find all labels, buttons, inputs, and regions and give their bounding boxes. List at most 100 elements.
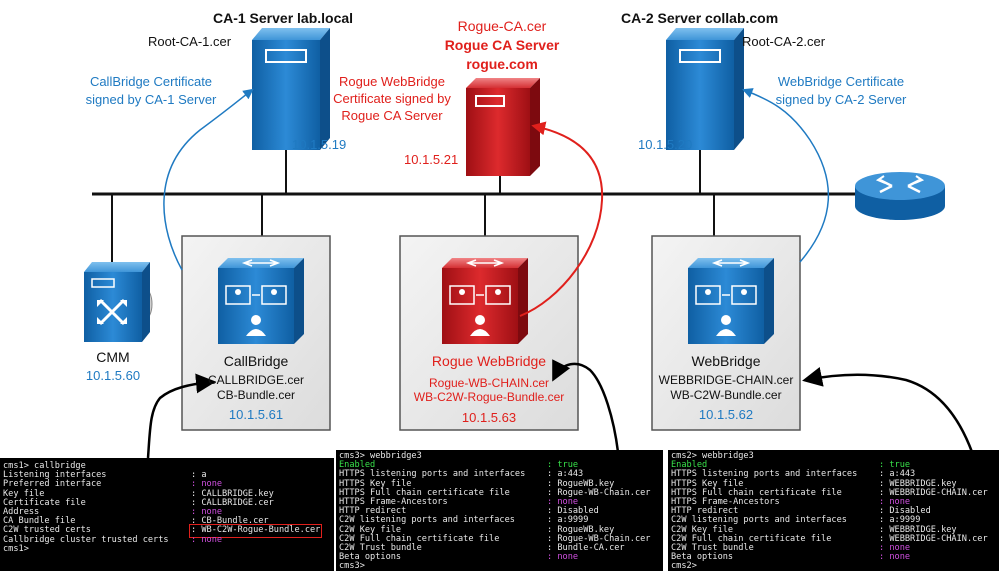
rogue-webbridge-file-1: Rogue-WB-CHAIN.cer (428, 376, 550, 390)
callbridge-file-1: CALLBRIDGE.cer (207, 373, 305, 387)
rogue-ca-cert: Rogue-CA.cer (457, 18, 547, 34)
rogue-ca-server-icon (466, 78, 540, 176)
terminal-value: : none (191, 534, 223, 545)
ca1-server-icon (252, 28, 330, 150)
ca2-server-icon (666, 28, 744, 150)
terminal-value: : a:443 (879, 469, 916, 480)
terminal-key: C2W Key file (339, 524, 402, 535)
terminal-line: Certificate file : CALLBRIDGE.cer (3, 497, 331, 508)
terminal-value: : none (879, 542, 911, 553)
terminal-value: : none (879, 496, 911, 507)
terminal-value: : Disabled (547, 506, 599, 517)
terminal-value: : CALLBRIDGE.cer (191, 497, 274, 508)
terminal-line: Beta options: none (671, 552, 996, 562)
terminal-value: : Bundle-CA.cer (547, 542, 625, 553)
webbridge-signed-arrow (742, 88, 829, 263)
terminal-value: : WEBBRIDGE-CHAIN.cer (879, 487, 988, 498)
terminal-line: HTTP redirect: Disabled (671, 506, 996, 517)
ca1-root-cert: Root-CA-1.cer (148, 34, 232, 49)
terminal-value: : a:9999 (879, 515, 921, 526)
cmm-label: CMM (96, 349, 130, 365)
rogue-signed-line3: Rogue CA Server (341, 108, 443, 123)
terminal-key: Key file (3, 488, 45, 499)
terminal-line: C2W Key file : RogueWB.key (339, 524, 660, 535)
webbridge-device-icon (688, 258, 774, 344)
ca2-server-title: CA-2 Server collab.com (621, 10, 779, 26)
rogue-signed-arrow (519, 121, 604, 317)
terminal-line: cms2> (671, 562, 996, 571)
rogue-webbridge-label: Rogue WebBridge (431, 353, 547, 369)
highlighted-trusted-certs-value: : WB-C2W-Rogue-Bundle.cer (188, 524, 323, 538)
webbridge-label: WebBridge (691, 353, 761, 369)
terminal-line: C2W listening ports and interfaces: a:99… (671, 516, 996, 525)
webbridge-ip: 10.1.5.62 (698, 407, 754, 422)
terminal-key: Enabled (339, 460, 376, 471)
terminal-value: : Rogue-WB-Chain.cer (547, 487, 651, 498)
terminal-line: Key file: CALLBRIDGE.key (3, 488, 331, 499)
terminal-value: : none (547, 496, 579, 507)
terminal-key: Callbridge cluster trusted certs (3, 534, 169, 545)
terminal-value: : Rogue-WB-Chain.cer (547, 533, 651, 544)
cmm-ip: 10.1.5.60 (85, 368, 141, 383)
webbridge-signed-note: WebBridge Certificate signed by CA-2 Ser… (760, 73, 922, 109)
terminal3-pointer-arrow (802, 367, 974, 453)
terminal-value: : true (879, 460, 911, 471)
terminal-key: C2W Trust bundle (671, 542, 754, 553)
terminal-line: HTTPS Full chain certificate file : WEBBR… (671, 487, 996, 498)
terminal-line: C2W Trust bundle: Bundle-CA.cer (339, 542, 660, 553)
terminal-line: HTTPS Frame-Ancestors : none (339, 496, 660, 507)
terminal-line: HTTP redirect : Disabled (339, 506, 660, 517)
callbridge-label: CallBridge (223, 353, 289, 369)
terminal-key: C2W Full chain certificate file (671, 533, 832, 544)
router-icon (855, 172, 945, 220)
terminal-line: C2W Key file: WEBBRIDGE.key (671, 524, 996, 535)
terminal-value: : a (191, 470, 207, 481)
terminal-line: Preferred interface: none (3, 480, 331, 489)
rogue-signed-line2: Certificate signed by (333, 91, 451, 106)
terminal-key: C2W listening ports and interfaces (339, 515, 515, 526)
rogue-signed-line1: Rogue WebBridge (339, 74, 445, 89)
terminal-key: cms1> (3, 543, 29, 554)
terminal-value: : WEBBRIDGE-CHAIN.cer (879, 533, 988, 544)
terminal-value: : true (547, 460, 579, 471)
terminal-line: Address: none (3, 506, 331, 517)
terminal-key: Enabled (671, 460, 708, 471)
terminal-line: cms3> (339, 562, 660, 571)
callbridge-signed-line2: signed by CA-1 Server (85, 92, 217, 107)
terminal1-pointer-arrow (146, 373, 216, 459)
terminal-key: HTTPS Frame-Ancestors (339, 496, 448, 507)
terminal-line: C2W trusted certs: WB-C2W-Rogue-Bundle.c… (3, 524, 331, 538)
terminal-key: C2W Key file (671, 524, 734, 535)
ca2-ip: 10.1.5.20 (638, 137, 693, 152)
terminal-line: Callbridge cluster trusted certs : none (3, 534, 331, 545)
terminal-key: Certificate file (3, 497, 86, 508)
terminal-line: C2W Trust bundle : none (671, 542, 996, 553)
terminal-line: C2W Full chain certificate file : Rogue-W… (339, 533, 660, 544)
callbridge-file-2: CB-Bundle.cer (216, 388, 296, 402)
terminal-line: C2W listening ports and interfaces: a:99… (339, 516, 660, 525)
rogue-webbridge-ip: 10.1.5.63 (461, 410, 517, 425)
terminal-key: HTTPS listening ports and interfaces (671, 469, 858, 480)
terminal-key: HTTP redirect (339, 506, 407, 517)
terminal-line: HTTPS Full chain certificate file: Rogue… (339, 487, 660, 498)
terminal-line: C2W Full chain certificate file : WEBBRID… (671, 533, 996, 544)
terminal-key: C2W Full chain certificate file (339, 533, 500, 544)
ca1-ip: 10.1.5.19 (292, 137, 347, 152)
rogue-ca-name: Rogue CA Server (444, 37, 560, 53)
terminal-key: cms3> webbridge3 (339, 451, 422, 461)
terminal-key: HTTPS Full chain certificate file (671, 487, 842, 498)
terminal-key: Address (3, 506, 40, 517)
terminal-value: : RogueWB.key (547, 524, 615, 535)
callbridge-signed-line1: CallBridge Certificate (89, 74, 213, 89)
ca2-root-cert: Root-CA-2.cer (742, 34, 826, 49)
terminal-line: HTTPS listening ports and interfaces: a:… (339, 470, 660, 479)
terminal-key: HTTP redirect (671, 506, 739, 517)
callbridge-signed-note: CallBridge Certificate signed by CA-1 Se… (66, 73, 236, 109)
terminal-key: cms3> (339, 561, 365, 571)
rogue-ca-domain: rogue.com (466, 56, 538, 72)
terminal-key: cms2> (671, 561, 697, 571)
